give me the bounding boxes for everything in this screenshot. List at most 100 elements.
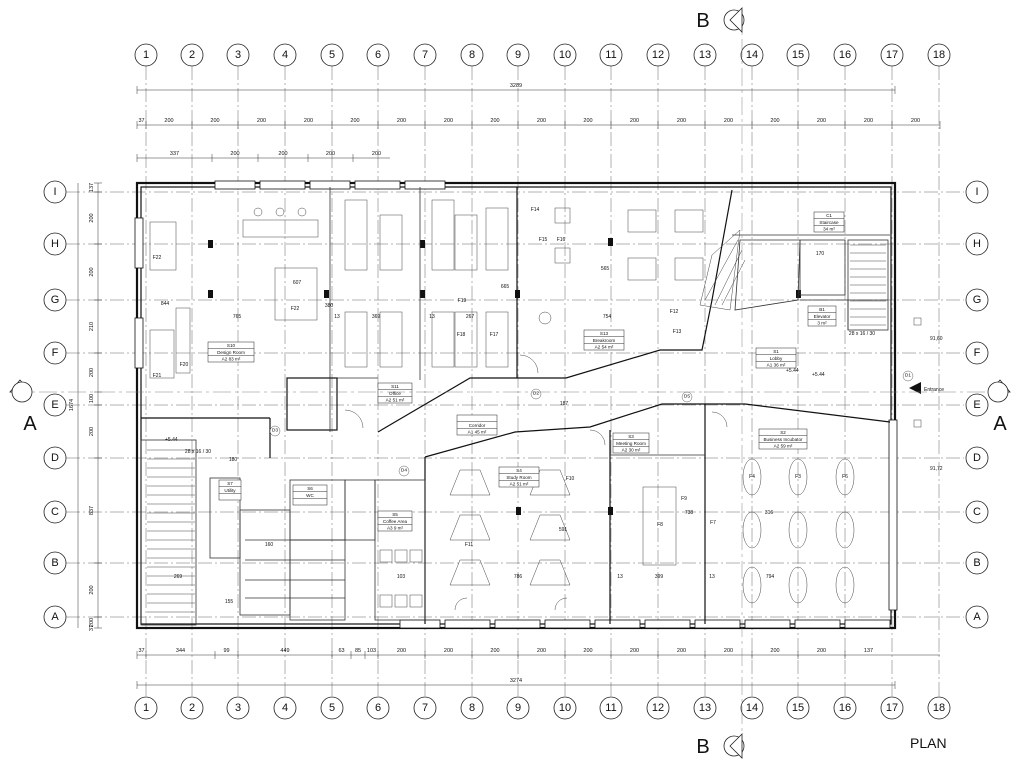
grid-column-label: 13 — [699, 702, 711, 714]
grid-column-label: 10 — [559, 49, 571, 61]
interior-dim: 103 — [397, 574, 406, 580]
fixture-label: F7 — [710, 520, 716, 526]
dim-bottom-module: 200 — [397, 648, 406, 654]
dim-top-module: 200 — [724, 118, 733, 124]
grid-row-label: D — [51, 452, 59, 464]
dim-bottom-module: 200 — [770, 648, 779, 654]
interior-dim: 380 — [325, 303, 334, 309]
dim-bottom-module: 200 — [444, 648, 453, 654]
grid-row-bubble: A — [965, 605, 989, 629]
interior-dim: 180 — [229, 457, 238, 463]
grid-row-bubble: B — [965, 551, 989, 575]
fixture-label: F9 — [681, 496, 687, 502]
stair-spec: 28 x 16 / 30 — [849, 331, 875, 337]
level-marker: +5.44 — [786, 368, 799, 374]
interior-dim: 160 — [265, 542, 274, 548]
interior-dim: 13 — [429, 314, 435, 320]
grid-column-bubble: 5 — [320, 43, 344, 67]
room-tag-id: S11 — [391, 384, 399, 389]
dim-top-module: 200 — [817, 118, 826, 124]
grid-row-label: C — [51, 506, 59, 518]
dim-top-module: 200 — [350, 118, 359, 124]
dim-top-module: 200 — [397, 118, 406, 124]
grid-column-label: 14 — [746, 49, 758, 61]
room-tag-name: Meeting Room — [616, 441, 646, 446]
entrance-arrow-icon — [909, 382, 921, 394]
grid-bubbles: 1122334455667788991010111112121313141415… — [43, 43, 989, 720]
door-tag-label: D3 — [272, 428, 278, 434]
interior-dim: 607 — [293, 280, 302, 286]
grid-row-bubble: I — [965, 180, 989, 204]
grid-row-bubble: I — [43, 180, 67, 204]
room-tag-name: Corridor — [469, 423, 486, 428]
dim-bottom-module: 137 — [864, 648, 873, 654]
grid-column-bubble: 7 — [413, 696, 437, 720]
grid-row-bubble: C — [43, 500, 67, 524]
room-tag-area: 34 m² — [823, 227, 835, 232]
grid-column-label: 6 — [375, 702, 381, 714]
level-marker: 91,72 — [930, 466, 943, 472]
grid-row-label: C — [973, 506, 981, 518]
section-b-top-marker-icon — [729, 7, 743, 33]
interior-dim: 267 — [466, 314, 475, 320]
grid-row-bubble: G — [965, 288, 989, 312]
grid-column-bubble: 18 — [927, 43, 951, 67]
dim-top-module: 200 — [490, 118, 499, 124]
interior-dim: 399 — [655, 574, 664, 580]
dim-left-module: 210 — [89, 322, 95, 331]
fixture-label: F16 — [557, 237, 566, 243]
room-tag-id: S2 — [780, 430, 786, 435]
entrance-label: Entrance — [924, 387, 944, 393]
room-tag: Corridor A1 45 m² — [456, 414, 498, 436]
grid-column-label: 6 — [375, 49, 381, 61]
grid-column-label: 12 — [652, 702, 664, 714]
dim-left-module: 200 — [89, 618, 95, 627]
room-tag-name: Utility — [224, 488, 236, 493]
grid-row-label: B — [973, 557, 980, 569]
grid-column-bubble: 6 — [366, 43, 390, 67]
grid-row-label: H — [51, 238, 59, 250]
dim-top-module: 200 — [770, 118, 779, 124]
grid-column-bubble: 3 — [226, 43, 250, 67]
dim-top-module: 200 — [864, 118, 873, 124]
dim-bottom-module: 63 — [338, 648, 344, 654]
interior-dim: 187 — [560, 401, 569, 407]
grid-column-bubble: 2 — [180, 696, 204, 720]
grid-column-label: 17 — [886, 49, 898, 61]
dim-top-module: 200 — [164, 118, 173, 124]
dim-left-module: 837 — [89, 506, 95, 515]
grid-row-bubble: E — [965, 393, 989, 417]
interior-dim: 369 — [372, 314, 381, 320]
grid-column-label: 5 — [329, 702, 335, 714]
grid-column-label: 7 — [422, 49, 428, 61]
dim-bottom-module: 200 — [817, 648, 826, 654]
fixture-label: F3 — [795, 474, 801, 480]
grid-column-label: 10 — [559, 702, 571, 714]
grid-row-label: B — [51, 557, 58, 569]
stair-spec: 28 x 16 / 30 — [185, 449, 211, 455]
fixture-label: F12 — [670, 309, 679, 315]
dim-bottom-module: 103 — [367, 648, 376, 654]
grid-column-label: 16 — [839, 49, 851, 61]
dim-top-module: 200 — [257, 118, 266, 124]
interior-dim: 316 — [765, 510, 774, 516]
room-tag-area: A2 30 m² — [622, 448, 641, 453]
room-tag-name: Design Room — [217, 350, 245, 355]
dim-top-window: 200 — [372, 151, 381, 157]
grid-column-bubble: 9 — [506, 43, 530, 67]
grid-column-label: 1 — [143, 702, 149, 714]
grid-row-label: F — [974, 347, 981, 359]
grid-row-label: G — [51, 294, 60, 306]
grid-row-label: E — [51, 399, 58, 411]
room-tag-area: A1 45 m² — [468, 430, 487, 435]
grid-row-bubble: C — [965, 500, 989, 524]
furniture — [149, 199, 922, 611]
dim-top-module: 200 — [444, 118, 453, 124]
dim-top-window: 337 — [170, 151, 179, 157]
room-tag-area: 3 m² — [817, 321, 827, 326]
door-tag: D1 — [902, 370, 914, 382]
